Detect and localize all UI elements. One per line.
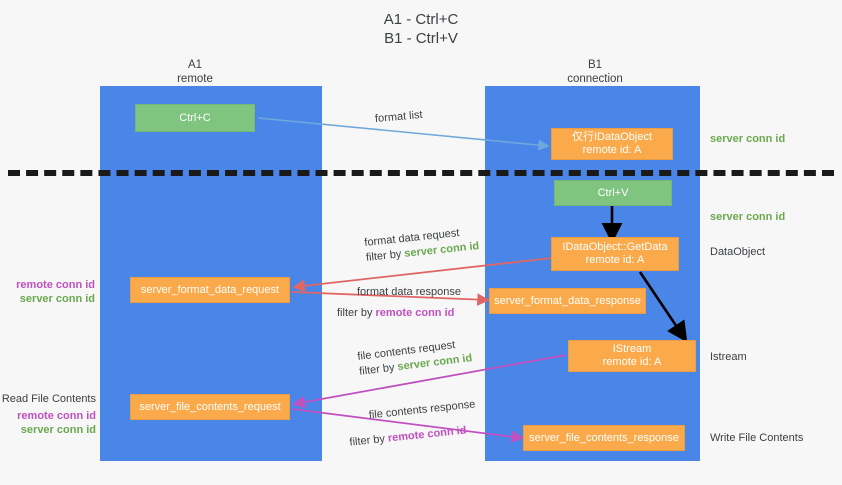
- annotation-text: server conn id: [710, 211, 786, 223]
- label-format-data-response-filter: filter by remote conn id: [337, 306, 461, 321]
- filter-prefix: filter by: [358, 361, 399, 378]
- box-idataobject[interactable]: 仅行IDataObject remote id: A: [551, 128, 673, 160]
- arrow-file-contents-request: [292, 354, 567, 409]
- annotation-server-conn-id: server conn id: [19, 293, 95, 305]
- annotation-server-conn-id-top: server conn id: [710, 132, 785, 146]
- annotation-remote-conn-id: remote conn id: [17, 410, 96, 422]
- annotation-left-conn-ids-1: remote conn id server conn id: [0, 278, 95, 306]
- title-line-1: A1 - Ctrl+C: [383, 11, 459, 28]
- box-server-format-data-response[interactable]: server_format_data_response: [489, 288, 646, 314]
- annotation-server-conn-id: server conn id: [20, 424, 96, 436]
- annotation-write-file-contents: Write File Contents: [710, 431, 803, 445]
- lane-b1-sub: connection: [567, 73, 623, 85]
- arrow-file-contents-response: [291, 408, 524, 443]
- filter-prefix: filter by: [337, 307, 376, 319]
- box-ctrl-c[interactable]: Ctrl+C: [135, 104, 255, 132]
- annotation-text: DataObject: [710, 246, 766, 258]
- annotation-text: Istream: [710, 351, 747, 363]
- lane-b1-name: B1: [587, 59, 603, 71]
- box-server-file-contents-request[interactable]: server_file_contents_request: [130, 394, 290, 420]
- box-getdata-title: IDataObject::GetData: [562, 241, 668, 253]
- box-server-file-contents-response[interactable]: server_file_contents_response: [523, 425, 685, 451]
- label-format-data-response-text: format data response: [357, 286, 461, 298]
- box-idataobject-title: 仅行IDataObject: [571, 131, 653, 143]
- annotation-server-conn-id-mid: server conn id: [710, 210, 785, 224]
- label-format-data-response: format data response filter by remote co…: [337, 285, 461, 321]
- annotation-text: Write File Contents: [710, 432, 804, 444]
- box-ctrl-v[interactable]: Ctrl+V: [554, 180, 672, 206]
- dashed-divider: [8, 170, 834, 176]
- page-title: A1 - Ctrl+C B1 - Ctrl+V: [0, 10, 842, 48]
- box-getdata-subtitle: remote id: A: [585, 254, 645, 266]
- box-idataobject-getdata[interactable]: IDataObject::GetData remote id: A: [551, 237, 679, 271]
- arrow-format-data-response: [291, 291, 490, 306]
- filter-prefix: filter by: [365, 247, 405, 264]
- box-istream[interactable]: IStream remote id: A: [568, 340, 696, 372]
- box-istream-title: IStream: [612, 343, 652, 355]
- annotation-left-read-file-contents: Read File Contents remote conn id server…: [0, 392, 96, 437]
- arrow-getdata-to-istream: [638, 271, 688, 343]
- annotation-remote-conn-id: remote conn id: [16, 279, 95, 291]
- annotation-dataobject: DataObject: [710, 245, 765, 259]
- arrow-format-list: [257, 117, 550, 151]
- filter-prefix: filter by: [348, 432, 389, 449]
- lane-header-a1: A1 remote: [125, 58, 265, 86]
- arrow-format-data-request: [292, 257, 553, 293]
- box-istream-subtitle: remote id: A: [602, 356, 662, 368]
- lane-a1-name: A1: [187, 59, 203, 71]
- annotation-text: server conn id: [710, 133, 786, 145]
- filter-value-remote-conn-id: remote conn id: [375, 307, 455, 319]
- box-server-format-data-request[interactable]: server_format_data_request: [130, 277, 290, 303]
- box-idataobject-subtitle: remote id: A: [582, 144, 642, 156]
- title-line-2: B1 - Ctrl+V: [384, 30, 458, 47]
- lane-a1-sub: remote: [177, 73, 213, 85]
- lane-header-b1: B1 connection: [525, 58, 665, 86]
- annotation-istream: Istream: [710, 350, 747, 364]
- annotation-text: Read File Contents: [1, 393, 96, 405]
